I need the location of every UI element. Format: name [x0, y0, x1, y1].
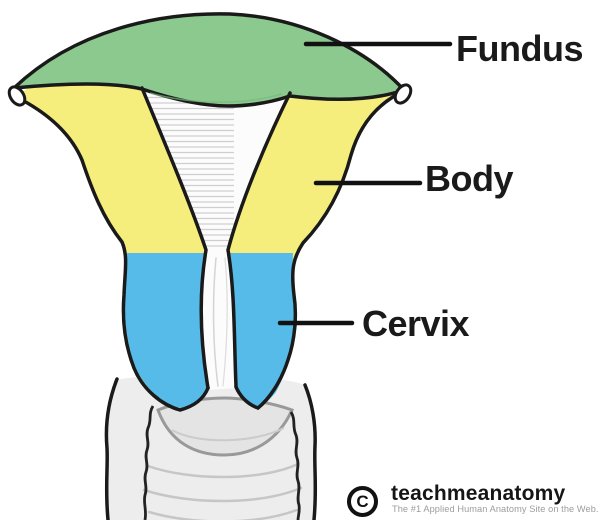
vagina-outer-wall-left: [104, 377, 119, 520]
outer-wall-left: [20, 98, 210, 412]
vagina-inner-fold-right: [289, 411, 301, 520]
vagina-inner-fold-left: [143, 405, 155, 520]
vagina-region: [104, 374, 318, 520]
cavity-wall-left: [140, 86, 210, 390]
uterine-horn-opening-left: [7, 85, 27, 107]
teachmeanatomy-logo: C teachmeanatomy The #1 Applied Human An…: [344, 480, 600, 520]
copyright-icon: C: [347, 486, 378, 517]
logo-name: teachmeanatomy: [391, 482, 566, 505]
uterus-outline: [20, 86, 406, 412]
body-label: Body: [425, 158, 514, 199]
copyright-letter: C: [356, 491, 369, 511]
leader-lines: [277, 41, 453, 326]
outer-wall-right: [234, 89, 406, 410]
uterine-horn-opening-right: [393, 83, 413, 105]
cervix-region-right: [228, 253, 297, 407]
fundus-label: Fundus: [456, 28, 583, 69]
vaginal-rugae-lines: [142, 462, 303, 520]
vaginal-vault: [156, 396, 295, 457]
cavity-wall-right: [226, 91, 292, 388]
vagina-outer-wall-right: [303, 383, 318, 520]
vault-inner-fold: [171, 427, 285, 442]
cervix-label: Cervix: [362, 303, 470, 344]
uterine-cavity: [140, 86, 291, 390]
cervix-region-left: [124, 253, 209, 408]
cervical-canal-texture: [212, 257, 228, 387]
fundus-inner-shading: [149, 92, 283, 103]
logo-tagline: The #1 Applied Human Anatomy Site on the…: [392, 504, 599, 514]
